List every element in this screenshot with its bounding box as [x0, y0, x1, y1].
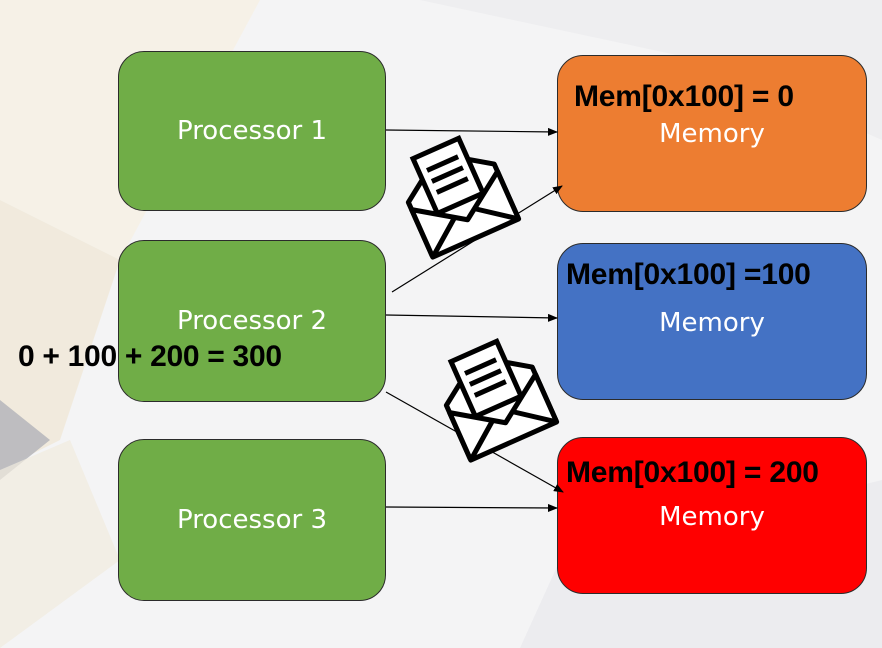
arrow-p3-to-mem3	[385, 503, 558, 512]
memory-1-value: Mem[0x100] = 0	[574, 80, 794, 113]
processor-3-label: Processor 3	[176, 505, 328, 535]
memory-1-label: Memory	[659, 119, 765, 149]
memory-2-box: Mem[0x100] =100 Memory	[557, 243, 867, 400]
arrow-p1-to-mem1	[385, 127, 558, 136]
processor-2-label: Processor 2	[176, 306, 328, 336]
processor-2-box: Processor 2	[118, 240, 386, 402]
memory-1-box: Mem[0x100] = 0 Memory	[557, 55, 867, 212]
memory-3-value: Mem[0x100] = 200	[566, 456, 819, 489]
processor-1-label: Processor 1	[176, 116, 328, 146]
memory-3-box: Mem[0x100] = 200 Memory	[557, 437, 867, 594]
arrow-p2-to-mem2	[385, 313, 558, 322]
memory-2-label: Memory	[659, 308, 765, 338]
envelope-letter-icon-2	[443, 338, 560, 463]
memory-2-value: Mem[0x100] =100	[566, 258, 811, 291]
memory-3-label: Memory	[659, 502, 765, 532]
envelope-letter-icon	[405, 135, 522, 260]
processor-3-box: Processor 3	[118, 439, 386, 601]
processor-1-box: Processor 1	[118, 51, 386, 211]
sum-equation: 0 + 100 + 200 = 300	[18, 340, 282, 373]
